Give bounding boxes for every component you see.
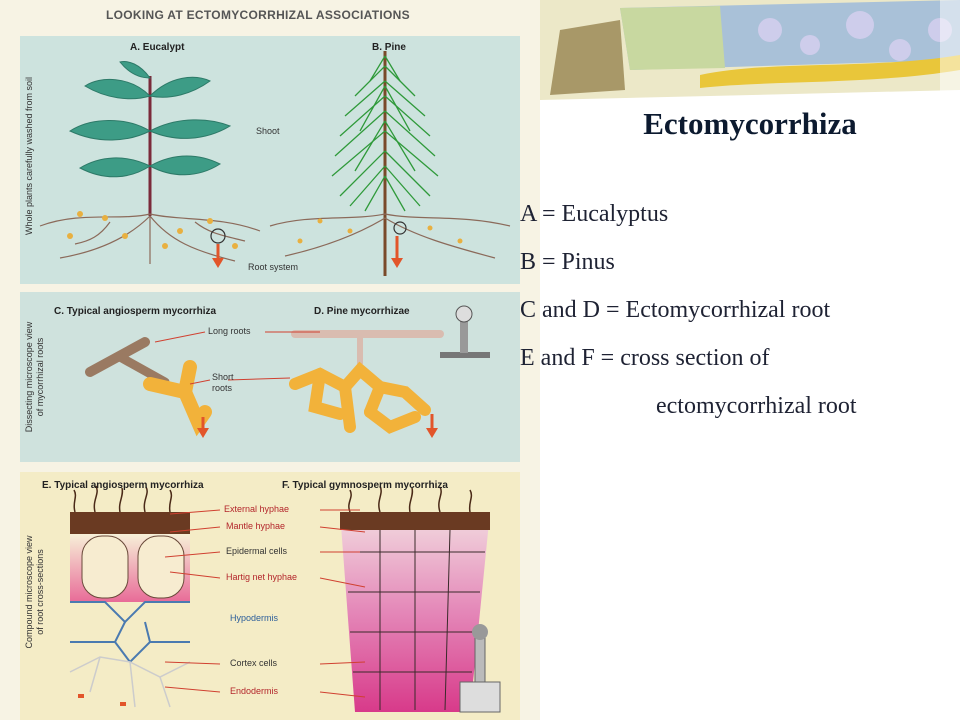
microscope-icon bbox=[440, 305, 490, 358]
label-shoot: Shoot bbox=[256, 126, 280, 136]
banner-artwork bbox=[540, 0, 960, 120]
label-epidermal-cells: Epidermal cells bbox=[226, 546, 288, 556]
panel-dissecting-view: Dissecting microscope view of mycorrhiza… bbox=[20, 292, 520, 462]
panel-whole-plants: Whole plants carefully washed from soil … bbox=[20, 36, 520, 284]
ectomycorrhiza-figure: LOOKING AT ECTOMYCORRHIZAL ASSOCIATIONS bbox=[0, 0, 540, 720]
definition-line: C and D = Ectomycorrhizal root bbox=[520, 297, 831, 323]
label-endodermis: Endodermis bbox=[230, 686, 279, 696]
label-hartig-net: Hartig net hyphae bbox=[226, 572, 298, 582]
panel-ab-side-label: Whole plants carefully washed from soil bbox=[24, 76, 34, 236]
slide-title: Ectomycorrhiza bbox=[643, 106, 857, 141]
definition-line: E and F = cross section of bbox=[520, 345, 770, 371]
panel-ef-side-label-line2: of root cross-sections bbox=[35, 549, 45, 635]
label-short-roots: Short roots bbox=[212, 372, 234, 394]
label-hypodermis: Hypodermis bbox=[230, 613, 279, 623]
definition-line: A = Eucalyptus bbox=[520, 201, 669, 227]
label-eucalypt: A. Eucalypt bbox=[130, 42, 185, 53]
mycorrhiza-illustration bbox=[85, 305, 490, 438]
panel-ef-side-label: Compound microscope view of root cross-s… bbox=[24, 502, 46, 682]
label-pine-mycorrhizae: D. Pine mycorrhizae bbox=[314, 306, 410, 317]
label-short-roots-line1: Short bbox=[212, 372, 234, 382]
panel-cd-side-label: Dissecting microscope view of mycorrhiza… bbox=[24, 302, 46, 452]
cross-section-illustration bbox=[69, 485, 501, 713]
label-long-roots: Long roots bbox=[208, 326, 251, 336]
panel-cross-sections: Compound microscope view of root cross-s… bbox=[20, 472, 520, 720]
label-angiosperm-section: E. Typical angiosperm mycorrhiza bbox=[42, 480, 204, 491]
label-mantle-hyphae: Mantle hyphae bbox=[226, 521, 286, 531]
panel-cd-side-label-line1: Dissecting microscope view bbox=[24, 321, 34, 433]
label-pine: B. Pine bbox=[372, 42, 406, 53]
compound-microscope-icon bbox=[459, 624, 501, 713]
panel-ef-side-label-line1: Compound microscope view bbox=[24, 535, 34, 649]
definition-line: ectomycorrhizal root bbox=[656, 393, 857, 419]
label-gymnosperm-section: F. Typical gymnosperm mycorrhiza bbox=[282, 480, 448, 491]
label-angiosperm-mycorrhiza: C. Typical angiosperm mycorrhiza bbox=[54, 306, 217, 317]
definition-list: A = Eucalyptus B = Pinus C and D = Ectom… bbox=[520, 196, 960, 436]
label-short-roots-line2: roots bbox=[212, 383, 233, 393]
plants-illustration bbox=[39, 51, 511, 276]
decorative-banner bbox=[540, 0, 960, 120]
label-external-hyphae: External hyphae bbox=[224, 504, 290, 514]
label-cortex-cells: Cortex cells bbox=[230, 658, 278, 668]
definition-line: B = Pinus bbox=[520, 249, 615, 275]
panel-cd-side-label-line2: of mycorrhizal roots bbox=[35, 337, 45, 417]
label-root-system: Root system bbox=[248, 262, 299, 272]
figure-title: LOOKING AT ECTOMYCORRHIZAL ASSOCIATIONS bbox=[106, 8, 410, 22]
